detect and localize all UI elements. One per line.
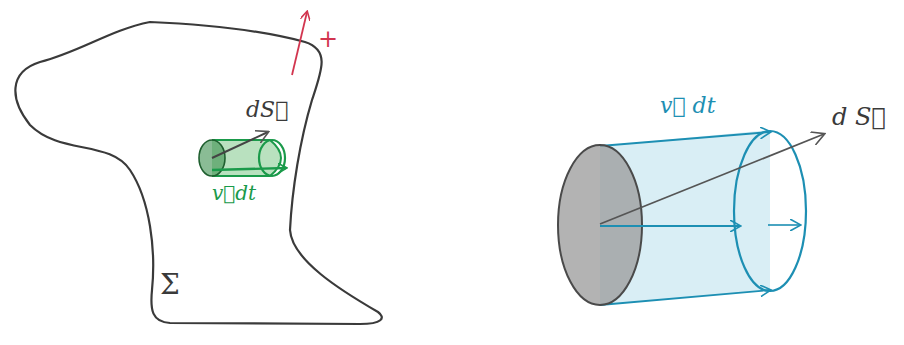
surface-outline [15, 22, 381, 324]
area-vector [600, 134, 824, 224]
vector-label: v⃗dt [212, 182, 256, 204]
vector-label: dS⃗ [246, 98, 288, 122]
area-vector [212, 132, 268, 158]
vector-label: v⃗ dt [660, 94, 716, 118]
vector-label: d S⃗ [832, 104, 886, 130]
surface-name: Σ [160, 270, 180, 301]
orientation-arrow [292, 12, 307, 75]
sign-label: + [318, 26, 338, 52]
